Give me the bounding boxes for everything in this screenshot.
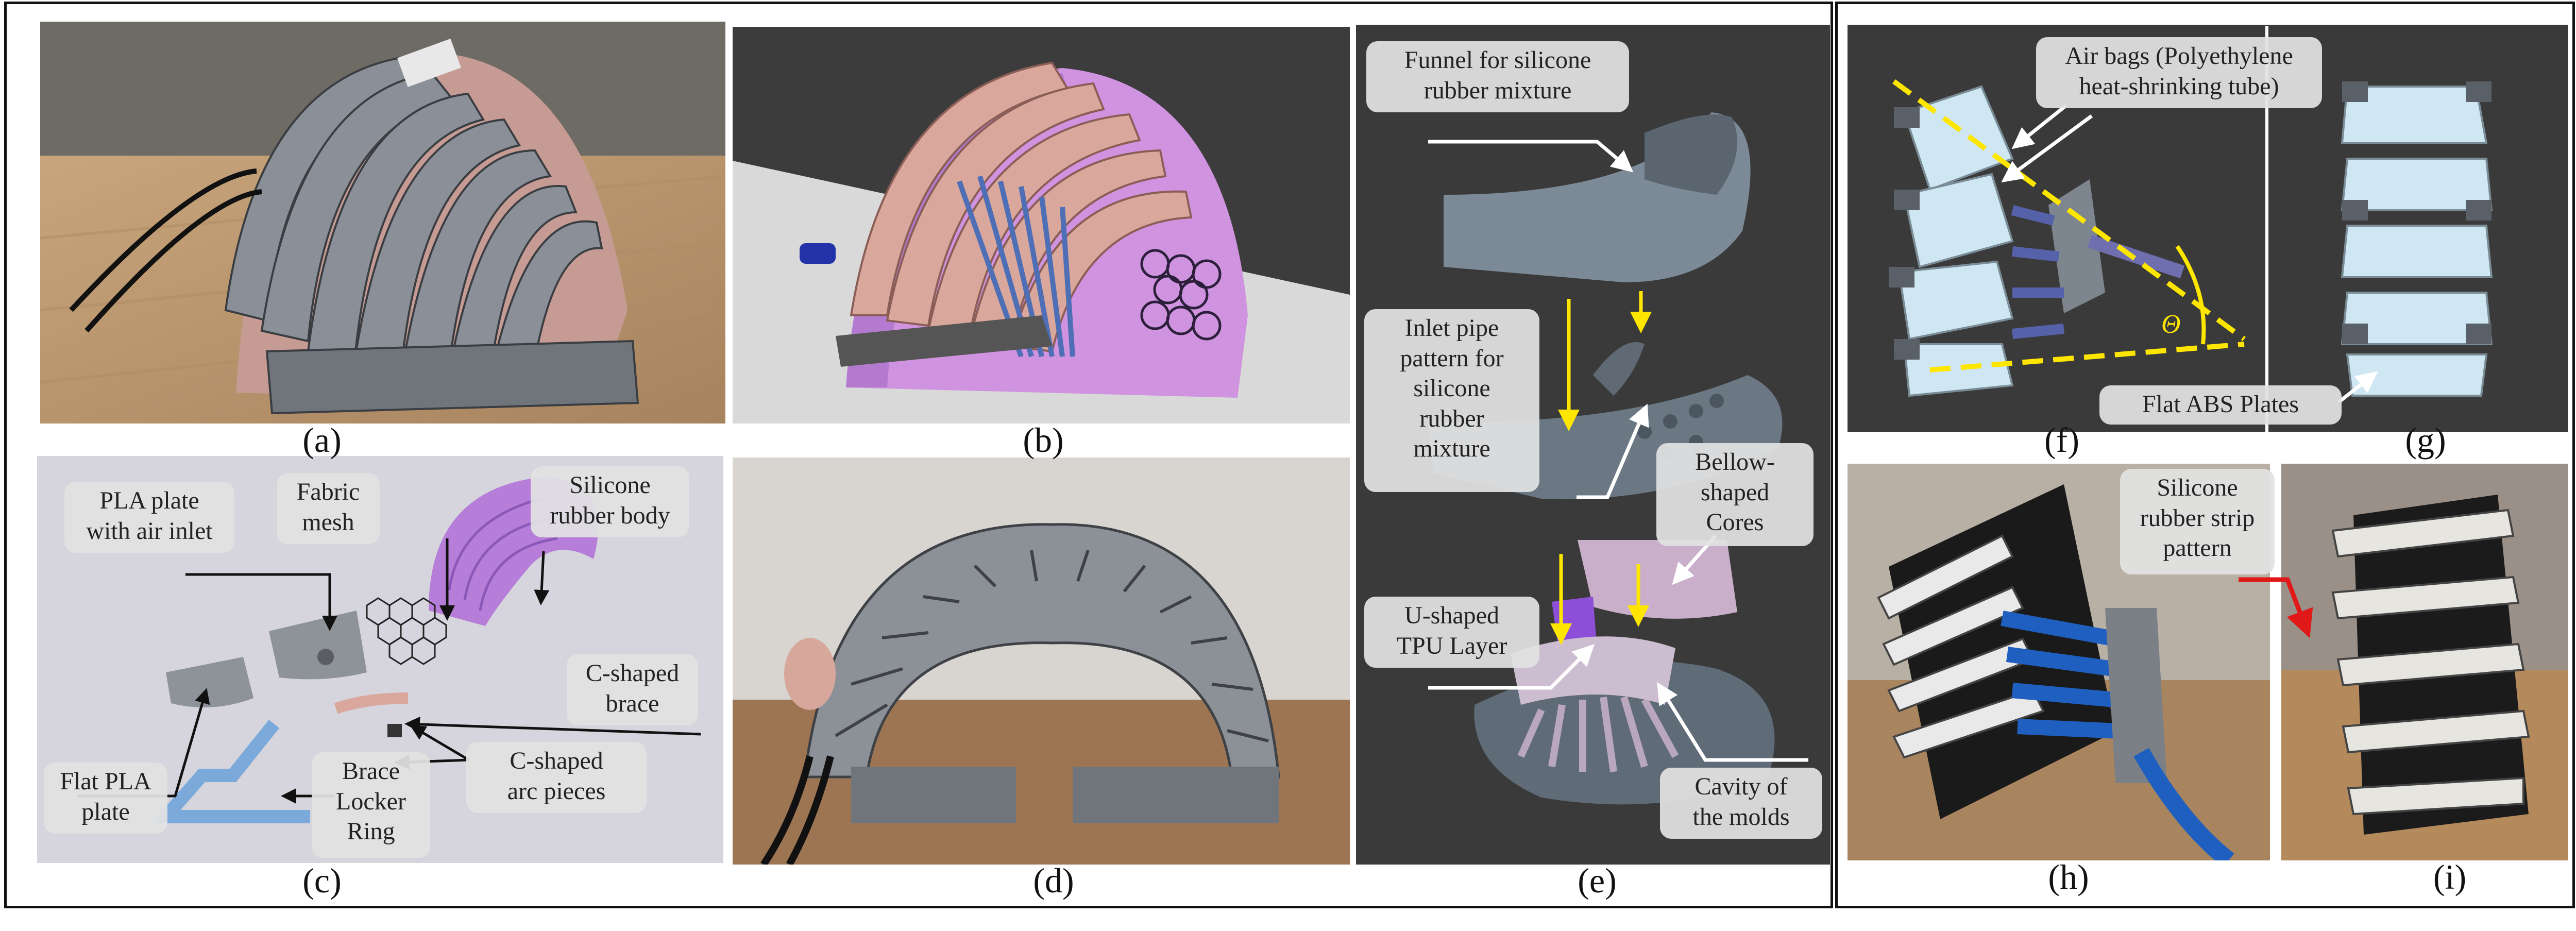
caption-h: (h) — [2048, 857, 2089, 896]
label-inlet-pipe-pattern: Inlet pipe pattern for silicone rubber m… — [1364, 309, 1539, 492]
label-silicone-rubber-body: Silicone rubber body — [531, 466, 689, 537]
panel-g-render — [2270, 25, 2568, 432]
caption-i: (i) — [2433, 857, 2467, 896]
caption-f: (f) — [2044, 420, 2079, 460]
caption-b: (b) — [1023, 420, 1064, 460]
label-brace-locker-ring: Brace Locker Ring — [312, 752, 430, 858]
label-u-shaped-tpu-layer: U-shaped TPU Layer — [1364, 597, 1539, 668]
caption-a: (a) — [302, 420, 342, 460]
label-funnel: Funnel for silicone rubber mixture — [1366, 41, 1629, 112]
caption-d: (d) — [1033, 861, 1074, 900]
right-figure-frame — [1835, 2, 2575, 908]
label-pla-plate-air-inlet: PLA plate with air inlet — [64, 482, 234, 553]
caption-c: (c) — [302, 861, 342, 900]
label-flat-pla-plate: Flat PLA plate — [44, 763, 167, 834]
left-figure-frame — [4, 2, 1833, 908]
panel-a-photo — [40, 22, 725, 424]
label-air-bags: Air bags (Polyethylene heat-shrinking tu… — [2036, 37, 2322, 108]
panel-i-photo — [2281, 464, 2568, 860]
panel-h-photo — [1848, 464, 2270, 860]
caption-e: (e) — [1578, 861, 1617, 900]
label-cavity-of-molds: Cavity of the molds — [1660, 768, 1822, 839]
label-bellow-shaped-cores: Bellow- shaped Cores — [1656, 443, 1814, 546]
theta-label: Θ — [2161, 310, 2181, 339]
label-fabric-mesh: Fabric mesh — [277, 473, 380, 544]
panel-d-photo — [733, 458, 1350, 865]
caption-g: (g) — [2405, 420, 2446, 460]
label-flat-abs-plates: Flat ABS Plates — [2099, 385, 2342, 425]
label-silicone-rubber-strip-pattern: Silicone rubber strip pattern — [2120, 469, 2275, 574]
label-c-shaped-brace: C-shaped brace — [567, 654, 698, 725]
label-c-shaped-arc-pieces: C-shaped arc pieces — [466, 742, 647, 813]
panel-b-render — [733, 27, 1350, 424]
